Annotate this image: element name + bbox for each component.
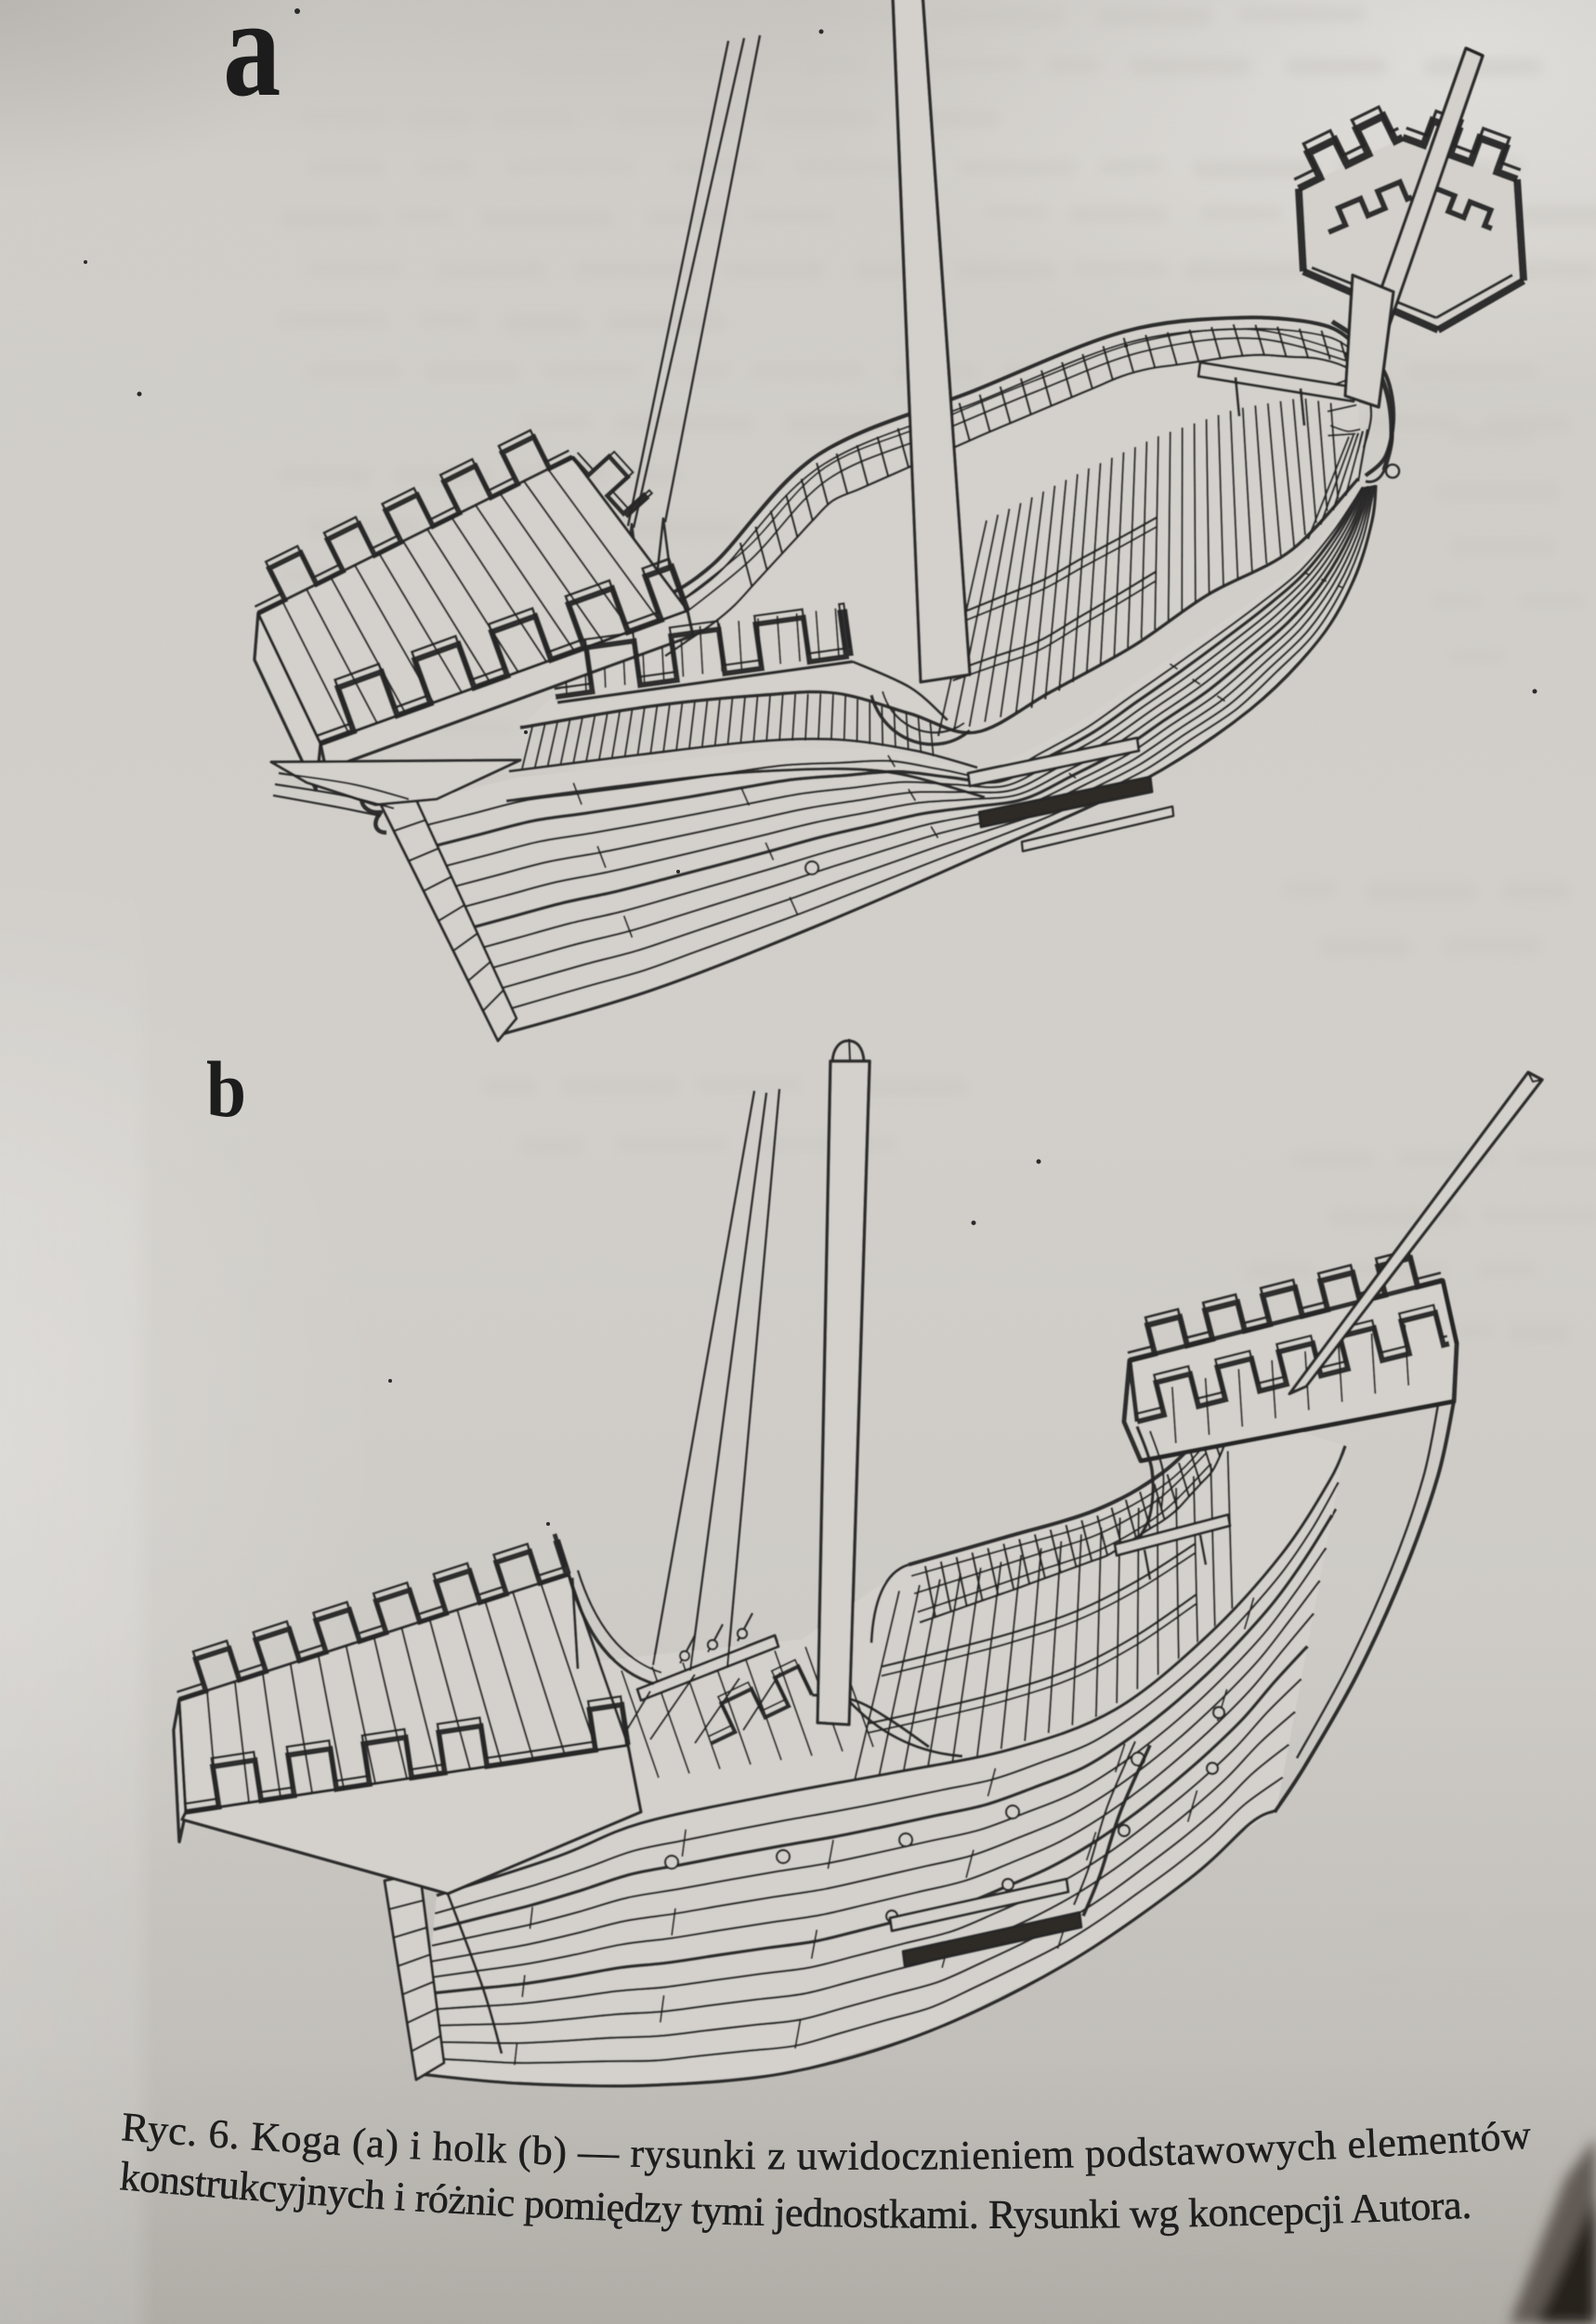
svg-text:b: b [206,1044,246,1134]
svg-text:a: a [223,0,281,126]
